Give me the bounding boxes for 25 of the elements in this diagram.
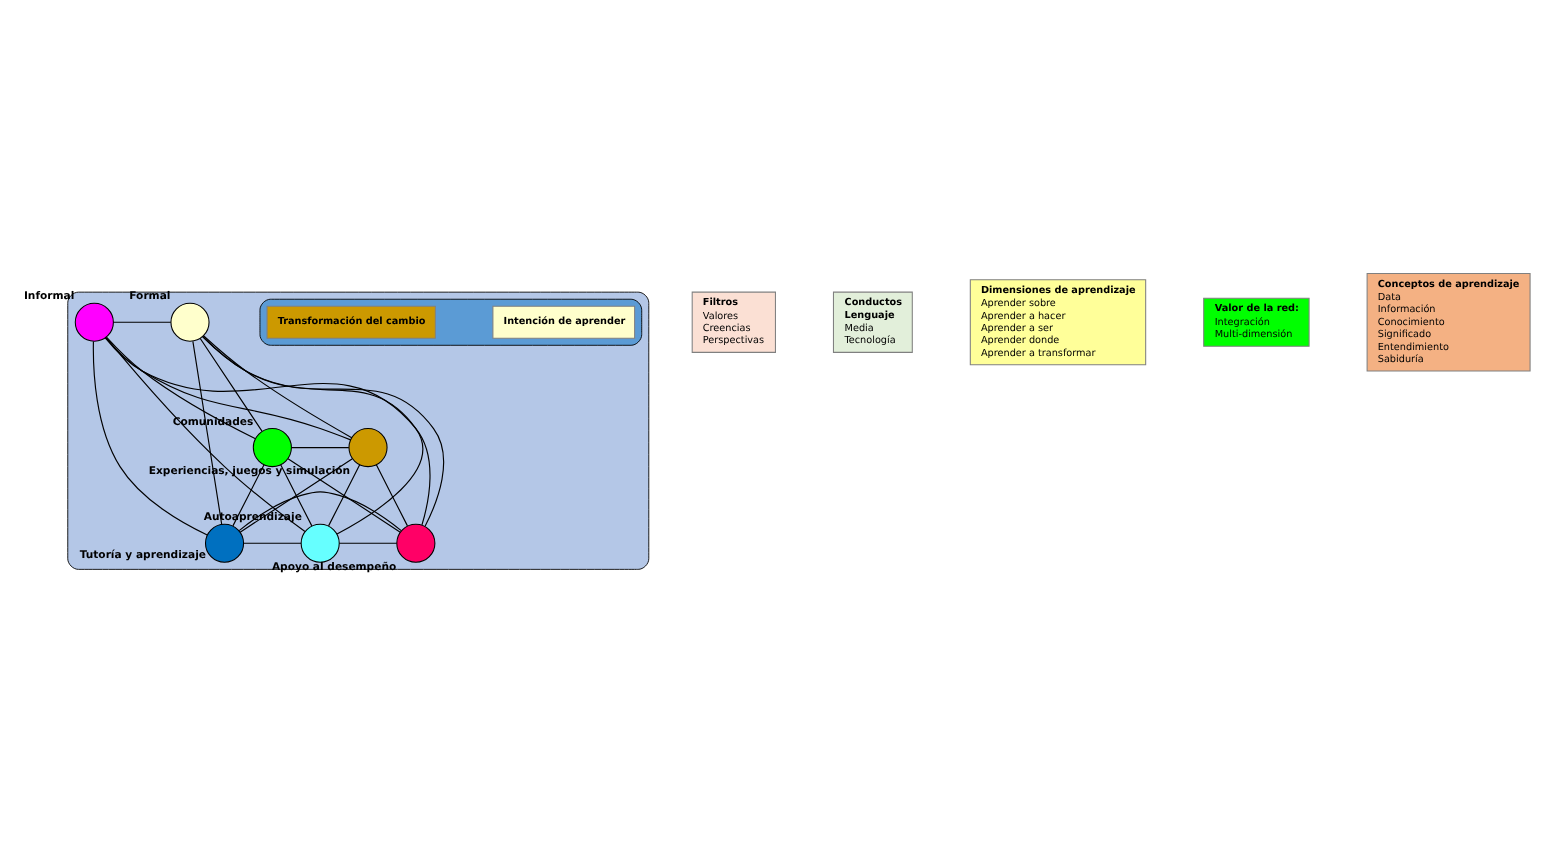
node-circle: [204, 523, 245, 563]
connector: [243, 542, 302, 544]
node-circle: [252, 428, 292, 468]
connector: [105, 337, 352, 441]
connector: [112, 321, 172, 323]
connector: [105, 336, 257, 440]
connector: [338, 542, 398, 544]
connector: [105, 337, 306, 533]
cluster: [259, 298, 643, 346]
node-circle: [74, 302, 114, 342]
connector: [202, 335, 353, 439]
connector: [232, 464, 265, 527]
node-circle: [170, 302, 210, 342]
connector: [199, 337, 263, 432]
connector: [92, 340, 208, 536]
connector: [290, 447, 350, 449]
node-circle: [348, 428, 388, 468]
connector: [328, 464, 361, 527]
node-circle: [396, 523, 436, 563]
connector: [280, 464, 313, 527]
connector: [287, 458, 401, 533]
connector: [192, 340, 223, 525]
node-circle: [300, 523, 340, 563]
connector: [375, 464, 409, 527]
connector: [104, 337, 431, 526]
